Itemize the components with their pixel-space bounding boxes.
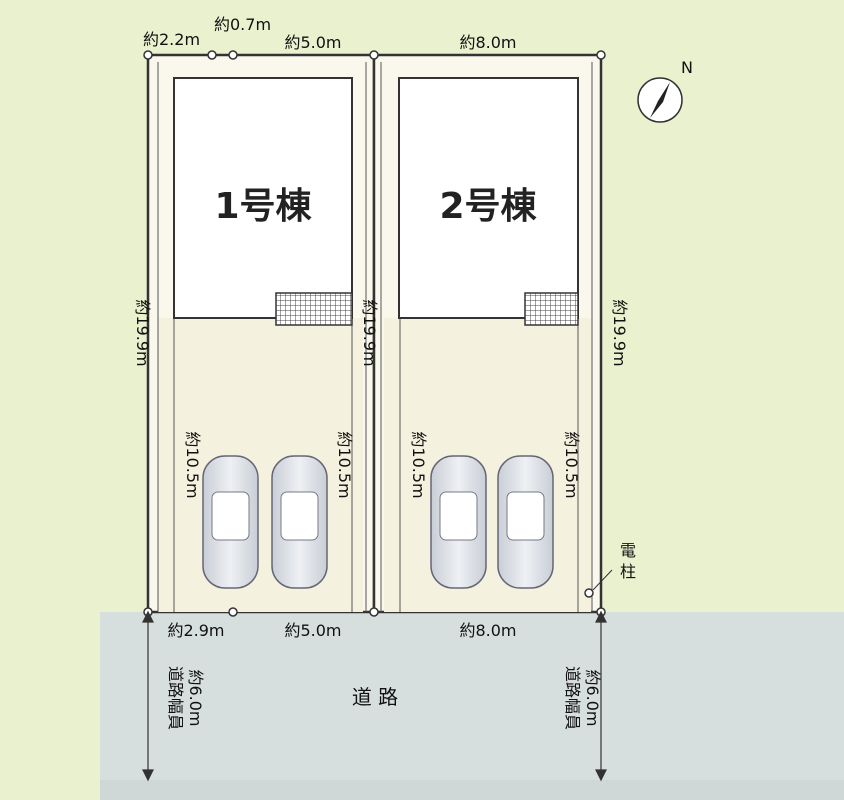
dim-parking-2a: 約10.5m xyxy=(409,431,428,498)
dim-parking-1b: 約10.5m xyxy=(335,431,354,498)
road-width-left-2: 約6.0m xyxy=(186,669,205,726)
compass-icon: N xyxy=(637,58,693,123)
car-3 xyxy=(430,455,487,589)
dim-top-d: 約8.0m xyxy=(459,33,516,52)
road-width-left-1: 道路幅員 xyxy=(166,666,185,730)
road-width-right-1: 道路幅員 xyxy=(563,666,582,730)
dim-parking-2b: 約10.5m xyxy=(562,431,581,498)
utility-pole-leader xyxy=(592,569,613,591)
entrance-grid-2 xyxy=(524,292,579,326)
building-1 xyxy=(173,77,353,319)
entrance-grid-1 xyxy=(275,292,353,326)
dim-parking-1a: 約10.5m xyxy=(183,431,202,498)
dim-depth-middle: 約19.9m xyxy=(360,299,379,366)
dim-depth-left: 約19.9m xyxy=(133,299,152,366)
setback-lines xyxy=(157,62,593,612)
dim-top-c: 約5.0m xyxy=(284,33,341,52)
dim-bottom-c: 約8.0m xyxy=(459,621,516,640)
pole-label-1: 電 xyxy=(620,541,636,560)
compass-label: N xyxy=(681,58,693,77)
building-1-label: 1号棟 xyxy=(214,186,312,227)
building-2 xyxy=(398,77,579,319)
road-width-arrows xyxy=(142,610,607,782)
dim-top-a: 約2.2m xyxy=(143,30,200,49)
road-strip-edge xyxy=(100,780,844,800)
utility-pole-icon xyxy=(584,588,594,598)
driveway-2 xyxy=(384,318,591,612)
road-label: 道 路 xyxy=(352,685,398,709)
driveway-1 xyxy=(158,318,363,612)
road-width-right-2: 約6.0m xyxy=(583,669,602,726)
building-2-label: 2号棟 xyxy=(439,186,537,227)
car-1 xyxy=(202,455,259,589)
car-2 xyxy=(271,455,328,589)
dim-depth-right: 約19.9m xyxy=(610,299,629,366)
dim-bottom-a: 約2.9m xyxy=(167,621,224,640)
road-area xyxy=(100,612,844,800)
dim-bottom-b: 約5.0m xyxy=(284,621,341,640)
car-4 xyxy=(497,455,554,589)
dim-top-b: 約0.7m xyxy=(214,15,271,34)
pole-label-2: 柱 xyxy=(620,562,636,581)
